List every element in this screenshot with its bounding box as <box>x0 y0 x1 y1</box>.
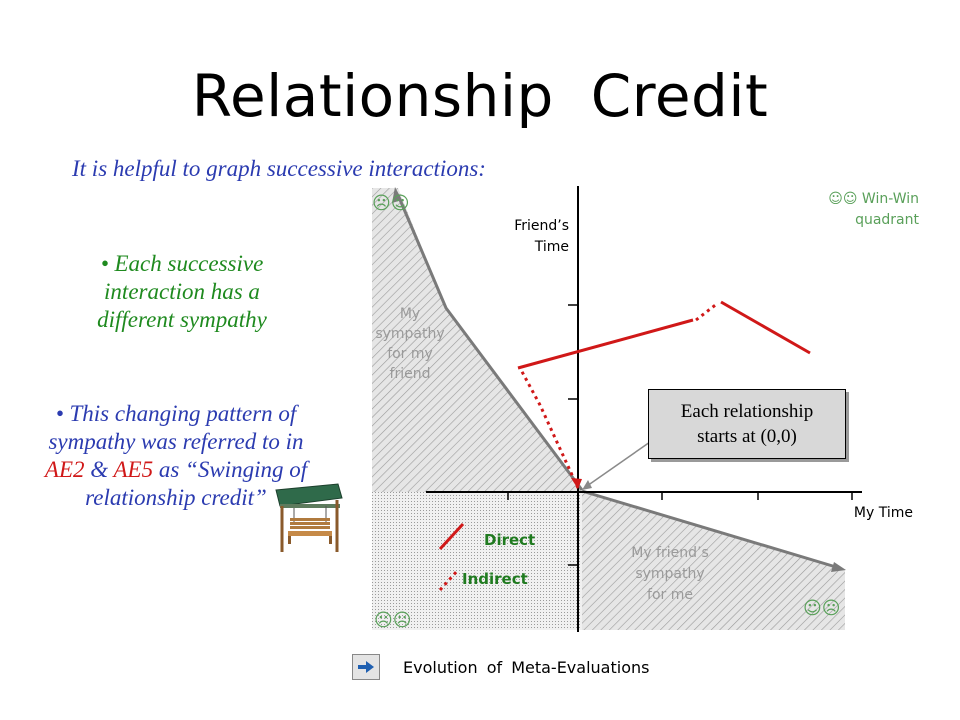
win-win-label-line2: quadrant <box>855 212 919 228</box>
lower-region-label-2: sympathy <box>635 566 704 582</box>
y-axis-label-line2: Time <box>534 239 569 255</box>
friend-sympathy-region <box>582 492 845 630</box>
legend-indirect-label: Indirect <box>462 570 528 588</box>
legend-direct-label: Direct <box>484 531 535 549</box>
arrow-right-icon <box>358 661 374 673</box>
face-bottom-left-icon: ☹☹ <box>374 610 412 631</box>
upper-region-label-4: friend <box>390 366 431 382</box>
upper-region-label-2: sympathy <box>375 326 444 342</box>
bullet-text-post: as “Swinging of relationship credit” <box>85 457 308 510</box>
face-top-left-icon: ☹☺ <box>372 193 410 214</box>
my-sympathy-arrowhead <box>392 187 402 203</box>
callout-pointer <box>586 441 651 487</box>
indirect-interaction-segment <box>695 301 719 322</box>
evolution-link[interactable]: Evolution of Meta-Evaluations <box>403 658 650 677</box>
subtitle: It is helpful to graph successive intera… <box>72 156 486 181</box>
legend-indirect-line <box>438 568 460 592</box>
direct-interaction-segment <box>517 318 694 370</box>
win-win-label-line1: ☺☺ Win-Win <box>828 191 919 207</box>
my-sympathy-line <box>396 194 584 491</box>
friend-sympathy-line <box>581 489 837 569</box>
x-axis-label: My Time <box>854 505 913 521</box>
ae2-reference[interactable]: AE2 <box>44 457 85 482</box>
bullet-successive-interaction: • Each successive interaction has a diff… <box>97 251 267 332</box>
lower-region-label-3: for me <box>647 587 693 603</box>
ae5-reference[interactable]: AE5 <box>113 457 154 482</box>
my-sympathy-region <box>372 188 582 492</box>
friend-sympathy-arrowhead <box>831 562 846 572</box>
lower-left-region <box>372 492 582 630</box>
next-slide-button[interactable] <box>352 654 380 680</box>
ampersand-text: & <box>84 457 114 482</box>
bullet-changing-pattern: • This changing pattern of sympathy was … <box>40 400 312 512</box>
porch-swing-icon <box>275 483 343 552</box>
indirect-interaction-path <box>518 367 580 489</box>
upper-region-label-1: My <box>400 306 420 322</box>
upper-region-label-3: for my <box>387 346 433 362</box>
legend-direct-line <box>438 522 465 551</box>
indirect-arrowhead <box>571 478 582 489</box>
lower-region-label-1: My friend’s <box>631 545 709 561</box>
callout-pointer-head <box>582 480 592 490</box>
page-title: Relationship Credit <box>191 62 769 130</box>
callout-line1: Each relationship <box>680 401 814 422</box>
direct-interaction-segment <box>720 300 811 355</box>
y-axis-label-line1: Friend’s <box>514 218 569 234</box>
face-bottom-right-icon: ☺☹ <box>803 598 841 619</box>
callout-origin-note: Each relationship starts at (0,0) <box>648 389 846 459</box>
callout-line2: starts at (0,0) <box>697 426 797 447</box>
bullet-text-pre: • This changing pattern of sympathy was … <box>48 401 304 454</box>
